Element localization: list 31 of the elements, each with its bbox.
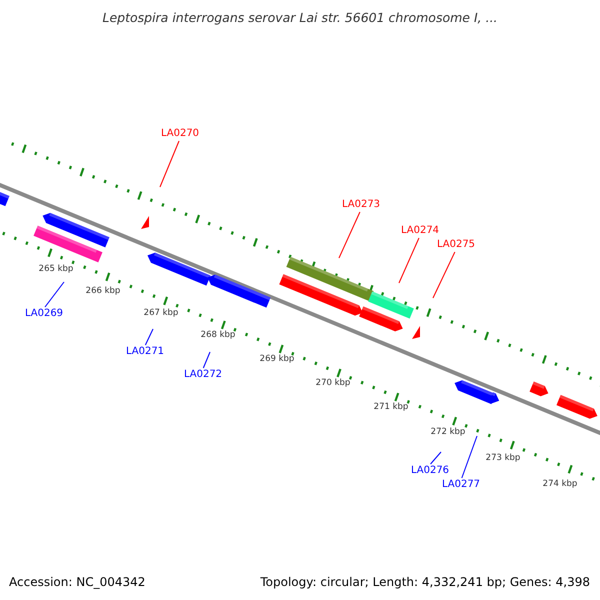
scale-label: 266 kbp [86,286,120,296]
footer-text: Topology: circular; Length: 4,332,241 bp; Genes: 4,398 [260,576,590,588]
gene-label: LA0275 [436,240,476,250]
gene-label: LA0274 [400,226,440,236]
scale-label: 267 kbp [144,308,178,318]
leader-line [160,140,180,188]
scale-label: 265 kbp [38,264,74,274]
leader-line [202,352,210,368]
scale-label: 274 kbp [542,480,578,488]
title: Leptospira interrogans serovar Lai str. 56601 chromosome I, ... [102,12,498,24]
scale-label: 268 kbp [200,330,236,340]
leader-line [430,452,442,464]
leader-line [432,252,456,298]
gene-label: LA0271 [126,347,164,357]
leader-line [338,212,360,258]
gene-label: LA0270 [160,129,200,139]
scale-label: 271 kbp [374,402,408,412]
gene-label: LA0276 [410,466,450,476]
scale-label: 273 kbp [486,454,520,462]
scale-label: 269 kbp [260,354,294,364]
leader-line [44,282,64,308]
scale-label: 270 kbp [316,378,350,388]
leader-line [398,238,420,284]
scale-label: 272 kbp [430,428,466,436]
gene-label: LA0272 [184,370,222,380]
gene-label: LA0273 [342,200,380,210]
leader-line [144,328,154,346]
gene-label: LA0269 [24,309,64,319]
leader-line [461,436,478,478]
footer-text: Accession: NC_004342 [9,576,146,588]
gene-label: LA0277 [442,480,480,490]
